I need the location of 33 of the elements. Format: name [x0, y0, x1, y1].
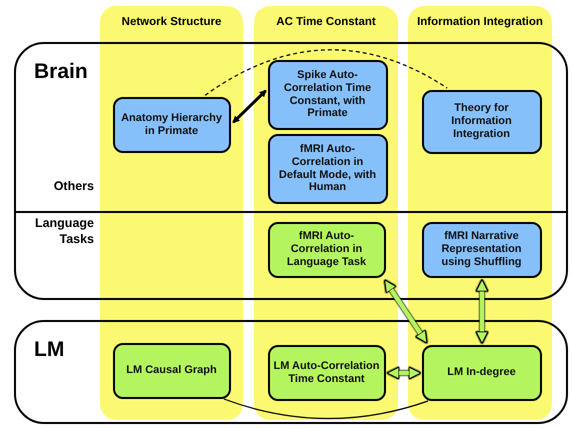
study-box — [422, 222, 542, 278]
box-text: Spike Auto-Correlation Time Constant, with Primate — [282, 68, 372, 120]
connector-line — [224, 398, 428, 420]
study-box — [268, 344, 386, 400]
box-text: fMRI Auto-Correlation in Default Mode, with Human — [278, 142, 378, 194]
study-box — [268, 134, 388, 204]
double-arrow — [476, 279, 488, 344]
study-box — [422, 344, 542, 400]
section-panel — [14, 320, 568, 424]
column-heading: AC Time Constant — [276, 16, 376, 30]
double-arrow — [386, 366, 422, 380]
box-text: fMRI Narrative Representation using Shuffling — [440, 230, 523, 269]
row-label: Language Tasks — [34, 215, 94, 248]
box-text: LM Auto-Correlation Time Constant — [272, 360, 380, 386]
column-heading: Information Integration — [417, 16, 543, 30]
box-text: Theory for Information Integration — [450, 102, 513, 141]
study-box — [112, 342, 230, 398]
double-arrow — [232, 90, 267, 124]
box-text: LM In-degree — [447, 366, 516, 379]
section-panel — [14, 42, 568, 300]
row-label: Others — [52, 178, 94, 194]
panel-title: Brain — [34, 60, 88, 84]
study-box — [268, 60, 388, 130]
box-text: fMRI Auto-Correlation in Language Task — [286, 230, 368, 269]
connector-line — [204, 49, 448, 96]
panel-title: LM — [34, 338, 64, 362]
box-text: LM Causal Graph — [126, 364, 217, 377]
study-box — [112, 96, 230, 152]
column-heading: Network Structure — [122, 16, 222, 30]
study-box — [422, 90, 542, 154]
box-text: Anatomy Hierarchy in Primate — [120, 112, 223, 138]
study-box — [268, 222, 386, 278]
double-arrow — [384, 280, 428, 344]
